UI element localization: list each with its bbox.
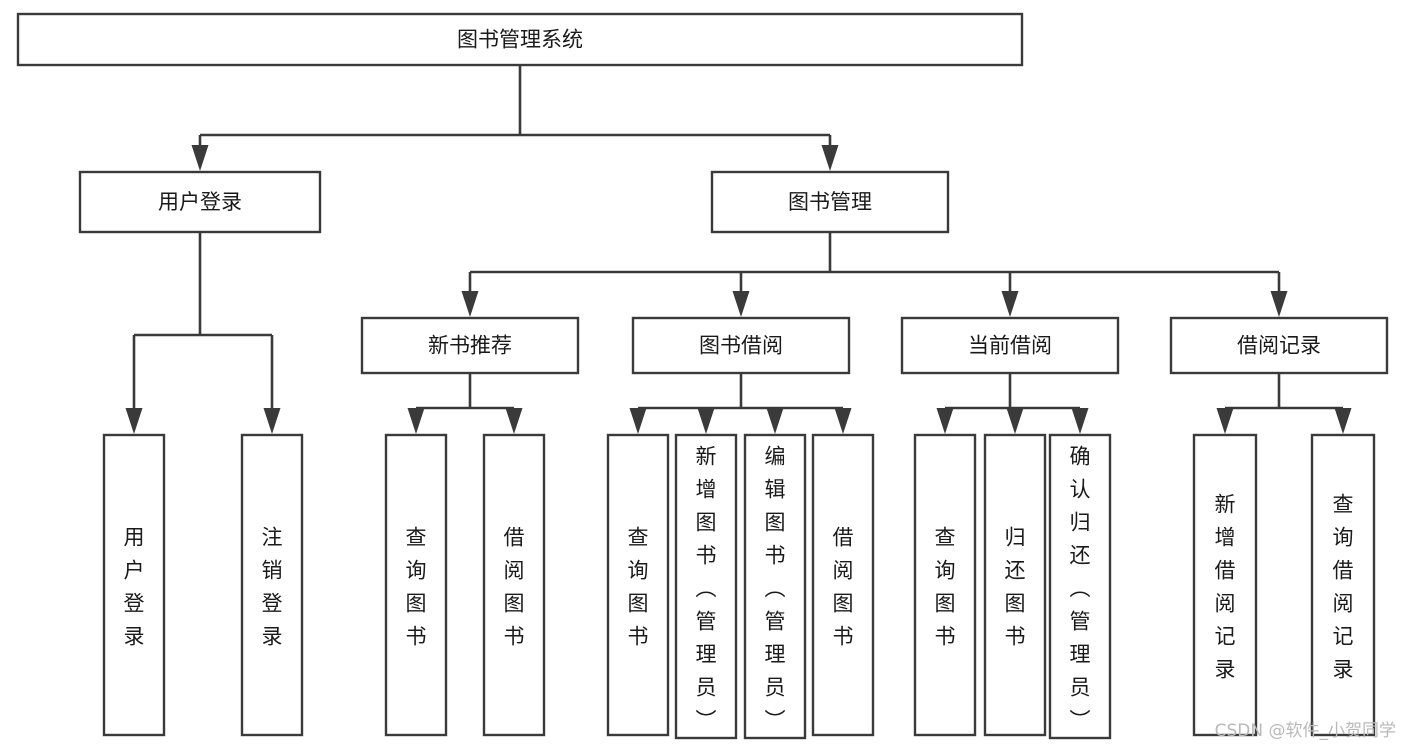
arrow-head-icon — [697, 408, 715, 434]
arrow-head-icon — [263, 408, 281, 434]
arrow-head-icon — [125, 408, 143, 434]
node-leaf_edit_book[interactable]: 编辑图书︵管理员︶ — [743, 433, 807, 740]
arrow-head-icon — [1216, 408, 1234, 434]
node-box[interactable] — [1048, 433, 1112, 740]
arrow-head-icon — [766, 408, 784, 434]
node-label: 查询图书 — [628, 526, 649, 649]
arrow-head-icon — [505, 408, 523, 434]
node-box[interactable] — [606, 433, 670, 737]
node-label: 新增图书︵管理员︶ — [696, 445, 717, 733]
node-box[interactable] — [631, 316, 851, 375]
node-label: 归还图书 — [1005, 526, 1026, 649]
node-book_borrow[interactable]: 图书借阅 — [631, 316, 851, 375]
edge-group-user_login — [125, 232, 281, 434]
edge-group-root — [191, 65, 839, 171]
node-leaf_borrow_book_2[interactable]: 借阅图书 — [811, 433, 875, 737]
edges-layer — [125, 65, 1352, 434]
node-label: 查询借阅记录 — [1333, 493, 1354, 682]
node-label: 借阅记录 — [1237, 334, 1321, 358]
node-box[interactable] — [710, 170, 950, 234]
node-leaf_add_record[interactable]: 新增借阅记录 — [1192, 433, 1258, 737]
node-current_borrow[interactable]: 当前借阅 — [900, 316, 1120, 375]
arrow-head-icon — [1006, 408, 1024, 434]
node-leaf_query_book_2[interactable]: 查询图书 — [606, 433, 670, 737]
node-label: 查询图书 — [935, 526, 956, 649]
node-leaf_query_book_1[interactable]: 查询图书 — [384, 433, 448, 737]
node-box[interactable] — [1192, 433, 1258, 737]
node-leaf_add_book[interactable]: 新增图书︵管理员︶ — [674, 433, 738, 740]
arrow-head-icon — [936, 408, 954, 434]
arrow-head-icon — [407, 408, 425, 434]
node-borrow_record[interactable]: 借阅记录 — [1169, 316, 1389, 375]
node-box[interactable] — [1169, 316, 1389, 375]
arrow-head-icon — [461, 291, 479, 317]
node-label: 图书管理 — [788, 190, 872, 214]
arrow-head-icon — [1270, 291, 1288, 317]
arrow-head-icon — [1001, 291, 1019, 317]
node-box[interactable] — [78, 170, 322, 234]
arrow-head-icon — [191, 145, 209, 171]
node-box[interactable] — [674, 433, 738, 740]
node-box[interactable] — [482, 433, 546, 737]
node-label: 确认归还︵管理员︶ — [1070, 445, 1091, 733]
node-label: 用户登录 — [124, 526, 145, 649]
arrow-head-icon — [629, 408, 647, 434]
node-label: 查询图书 — [406, 526, 427, 649]
node-user_login[interactable]: 用户登录 — [78, 170, 322, 234]
node-label: 新书推荐 — [428, 334, 512, 358]
node-box[interactable] — [900, 316, 1120, 375]
node-label: 图书管理系统 — [457, 28, 583, 52]
node-label: 当前借阅 — [968, 334, 1052, 358]
node-label: 注销登录 — [262, 526, 283, 649]
arrow-head-icon — [732, 291, 750, 317]
arrow-head-icon — [821, 145, 839, 171]
edge-group-new_book_rec — [407, 373, 523, 434]
node-box[interactable] — [1310, 433, 1376, 737]
csdn-watermark: CSDN @软件_小贺同学 — [1215, 721, 1396, 741]
node-book_manage[interactable]: 图书管理 — [710, 170, 950, 234]
edge-group-book_borrow — [629, 373, 852, 434]
node-leaf_confirm_return[interactable]: 确认归还︵管理员︶ — [1048, 433, 1112, 740]
node-leaf_query_record[interactable]: 查询借阅记录 — [1310, 433, 1376, 737]
node-new_book_rec[interactable]: 新书推荐 — [360, 316, 580, 375]
node-leaf_user_logout[interactable]: 注销登录 — [240, 433, 304, 737]
nodes-layer: 图书管理系统用户登录图书管理新书推荐图书借阅当前借阅借阅记录用户登录注销登录查询… — [16, 12, 1389, 740]
node-label: 借阅图书 — [833, 526, 854, 649]
node-box[interactable] — [913, 433, 977, 737]
node-label: 图书借阅 — [699, 334, 783, 358]
node-box[interactable] — [16, 12, 1024, 67]
node-label: 编辑图书︵管理员︶ — [765, 445, 786, 733]
edge-group-book_manage — [461, 232, 1288, 317]
node-label: 用户登录 — [158, 190, 242, 214]
node-leaf_query_book_3[interactable]: 查询图书 — [913, 433, 977, 737]
node-label: 新增借阅记录 — [1215, 493, 1236, 682]
edge-group-current_borrow — [936, 373, 1089, 434]
node-root[interactable]: 图书管理系统 — [16, 12, 1024, 67]
node-box[interactable] — [384, 433, 448, 737]
node-box[interactable] — [811, 433, 875, 737]
node-box[interactable] — [983, 433, 1047, 737]
node-box[interactable] — [102, 433, 166, 737]
arrow-head-icon — [1071, 408, 1089, 434]
node-box[interactable] — [240, 433, 304, 737]
node-leaf_return_book[interactable]: 归还图书 — [983, 433, 1047, 737]
node-box[interactable] — [360, 316, 580, 375]
arrow-head-icon — [1334, 408, 1352, 434]
node-box[interactable] — [743, 433, 807, 740]
edge-group-borrow_record — [1216, 373, 1352, 434]
node-label: 借阅图书 — [504, 526, 525, 649]
node-leaf_borrow_book_1[interactable]: 借阅图书 — [482, 433, 546, 737]
node-leaf_user_login[interactable]: 用户登录 — [102, 433, 166, 737]
arrow-head-icon — [834, 408, 852, 434]
